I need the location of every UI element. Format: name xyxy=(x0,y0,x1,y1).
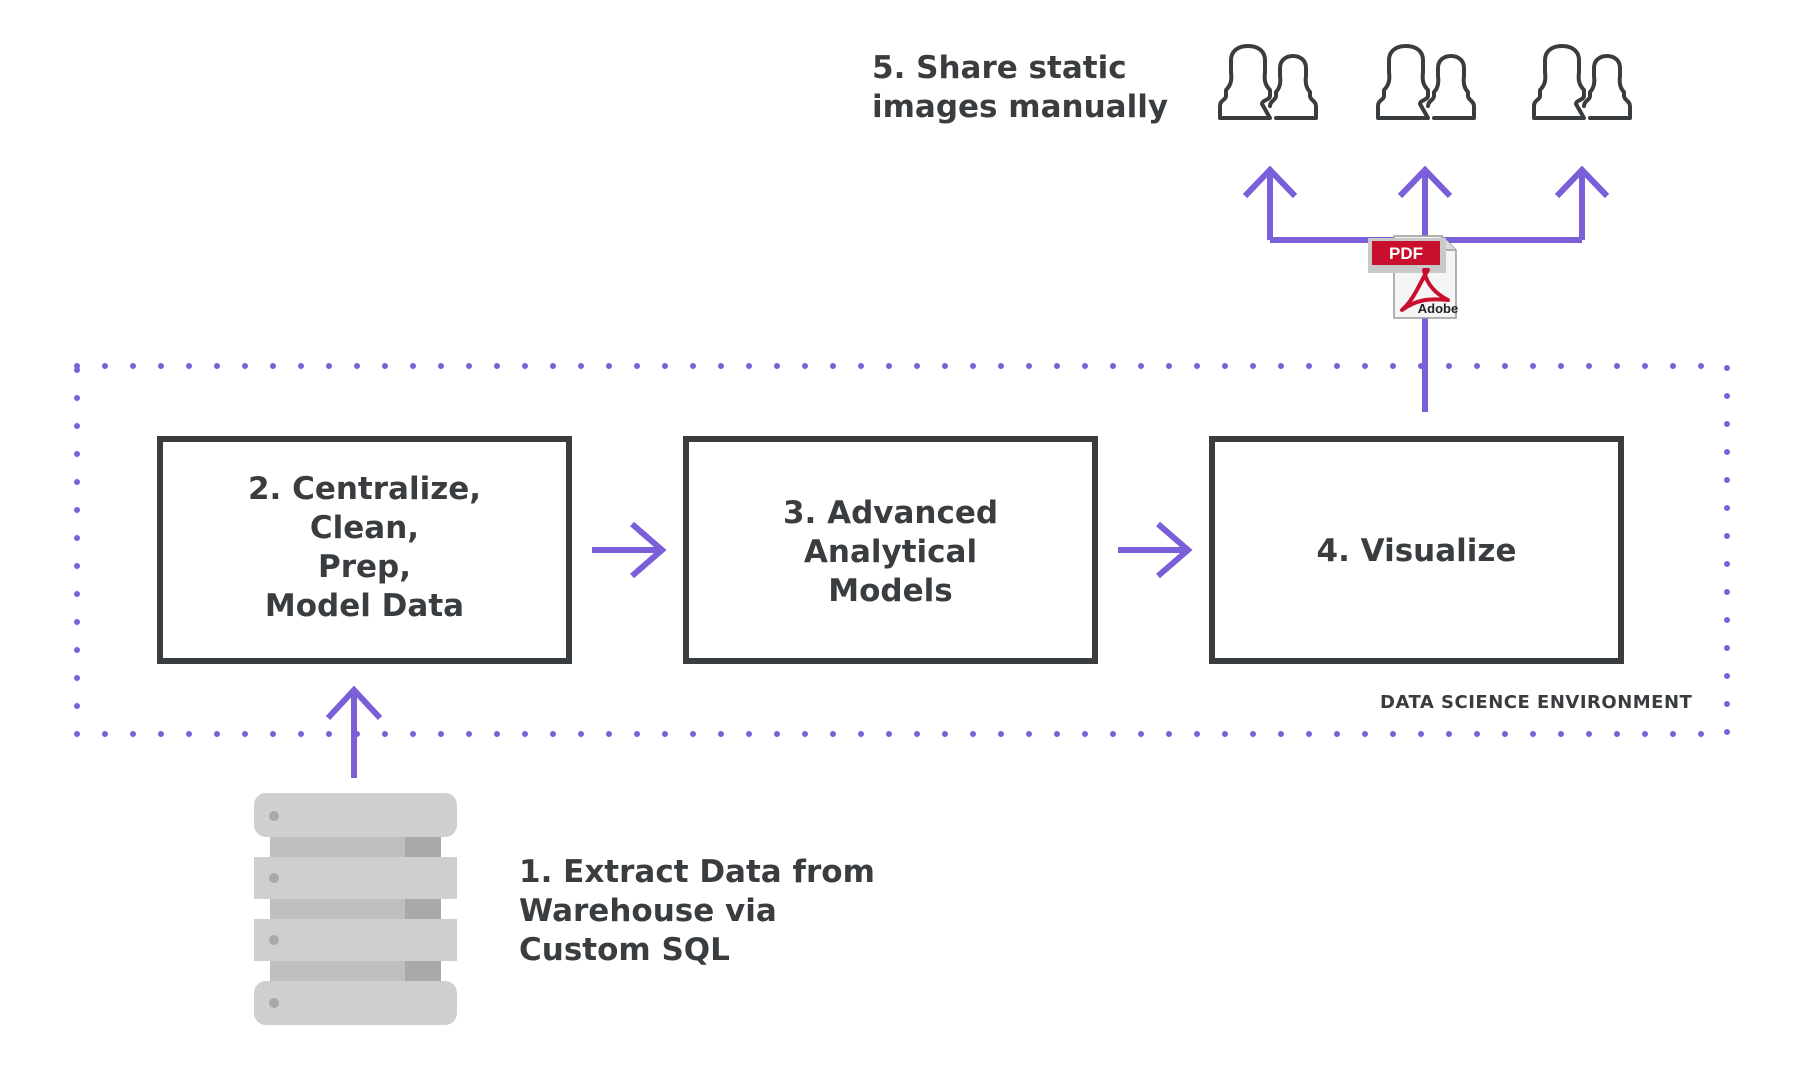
step-models-line: 3. Advanced xyxy=(782,495,999,531)
arrow-database-to-centralize xyxy=(325,685,383,778)
step-extract-label: 1. Extract Data from Warehouse via Custo… xyxy=(519,853,875,970)
step-share-line: images manually xyxy=(872,89,1169,125)
environment-label: DATA SCIENCE ENVIRONMENT xyxy=(1380,692,1693,713)
users-icon xyxy=(1532,44,1632,120)
step-share-line: 5. Share static xyxy=(872,50,1127,86)
database-icon xyxy=(254,793,457,1025)
step-extract-line: 1. Extract Data from xyxy=(519,854,875,890)
visualize-box xyxy=(1209,436,1624,664)
arrow-centralize-to-models xyxy=(592,521,667,579)
step-centralize-line: Model Data xyxy=(264,588,465,624)
step-centralize-line: 2. Centralize, xyxy=(247,471,482,507)
users-icon xyxy=(1376,44,1476,120)
pdf-badge-text: PDF xyxy=(1389,244,1423,263)
step-extract-line: Warehouse via xyxy=(519,893,777,929)
pdf-brand-text: Adobe xyxy=(1418,301,1458,316)
step-models-label: 3. Advanced Analytical Models xyxy=(686,494,1095,611)
step-centralize-line: Clean, xyxy=(309,510,420,546)
step-centralize-label: 2. Centralize, Clean, Prep, Model Data xyxy=(160,470,569,626)
step-visualize-line: 4. Visualize xyxy=(1316,533,1517,569)
step-visualize-label: 4. Visualize xyxy=(1212,532,1621,571)
pdf-file-icon: PDF Adobe xyxy=(1368,235,1458,319)
users-icon xyxy=(1218,44,1318,120)
step-models-line: Analytical xyxy=(803,534,978,570)
step-models-line: Models xyxy=(828,573,953,609)
arrow-models-to-visualize xyxy=(1118,521,1193,579)
step-centralize-line: Prep, xyxy=(318,549,411,585)
centralize-box xyxy=(157,436,572,664)
models-box xyxy=(683,436,1098,664)
step-share-label: 5. Share static images manually xyxy=(872,49,1168,127)
step-extract-line: Custom SQL xyxy=(519,932,730,968)
